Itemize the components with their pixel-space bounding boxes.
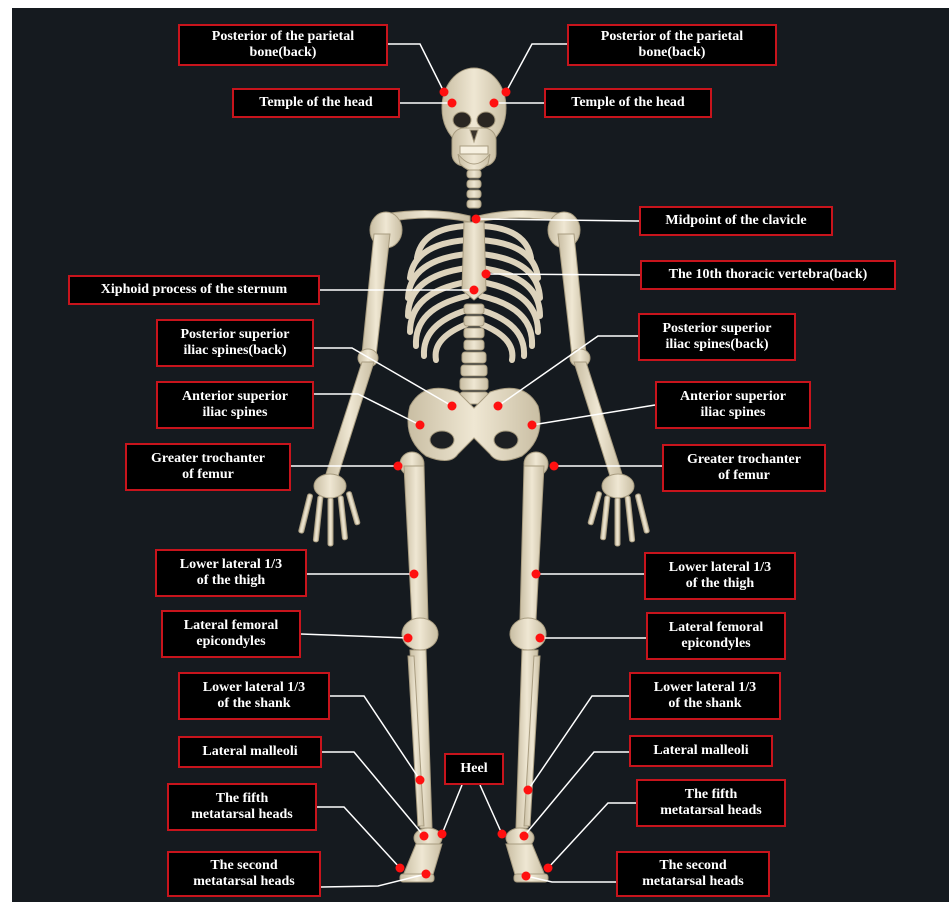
marker-dot-thigh-left bbox=[410, 570, 419, 579]
marker-dot-shank-left bbox=[416, 776, 425, 785]
leader-line-metatarsal5-left bbox=[317, 807, 400, 868]
label-epicondyle-right: Lateral femoral epicondyles bbox=[646, 612, 786, 660]
label-temple-left: Temple of the head bbox=[232, 88, 400, 118]
leader-line-clavicle bbox=[476, 219, 639, 221]
marker-dot-psis-right bbox=[494, 402, 503, 411]
marker-dot-asis-right bbox=[528, 421, 537, 430]
leader-line-parietal-left bbox=[388, 44, 444, 92]
leader-line-malleoli-left bbox=[322, 752, 424, 836]
label-malleoli-right: Lateral malleoli bbox=[629, 735, 773, 767]
marker-dot-temple-left bbox=[448, 99, 457, 108]
diagram-canvas: Posterior of the parietal bone(back) Pos… bbox=[12, 8, 949, 902]
marker-dot-metatarsal2-right bbox=[522, 872, 531, 881]
label-temple-right: Temple of the head bbox=[544, 88, 712, 118]
right-upper-arm bbox=[558, 234, 586, 356]
cervical-spine bbox=[467, 170, 481, 208]
marker-dot-trochanter-left bbox=[394, 462, 403, 471]
label-clavicle: Midpoint of the clavicle bbox=[639, 206, 833, 236]
label-psis-right: Posterior superior iliac spines(back) bbox=[638, 313, 796, 361]
label-asis-right: Anterior superior iliac spines bbox=[655, 381, 811, 429]
label-metatarsal5-left: The fifth metatarsal heads bbox=[167, 783, 317, 831]
leader-line-shank-left bbox=[330, 696, 420, 780]
marker-dot-clavicle bbox=[472, 215, 481, 224]
marker-dot-epicondyle-right bbox=[536, 634, 545, 643]
marker-dot-parietal-left bbox=[440, 88, 449, 97]
marker-dot-heel-right bbox=[498, 830, 507, 839]
label-metatarsal5-right: The fifth metatarsal heads bbox=[636, 779, 786, 827]
marker-dot-malleoli-right bbox=[520, 832, 529, 841]
leader-line-asis-left bbox=[314, 394, 420, 425]
marker-dot-thigh-right bbox=[532, 570, 541, 579]
marker-dot-metatarsal5-right bbox=[544, 864, 553, 873]
label-trochanter-left: Greater trochanter of femur bbox=[125, 443, 291, 491]
right-femur bbox=[520, 466, 544, 620]
leader-line-heel-right bbox=[480, 785, 502, 834]
label-thoracic-vertebra: The 10th thoracic vertebra(back) bbox=[640, 260, 896, 290]
left-forearm bbox=[326, 362, 374, 476]
label-psis-left: Posterior superior iliac spines(back) bbox=[156, 319, 314, 367]
marker-dot-asis-left bbox=[416, 421, 425, 430]
leader-line-thoracic bbox=[486, 274, 640, 275]
marker-dot-trochanter-right bbox=[550, 462, 559, 471]
marker-dot-xiphoid bbox=[470, 286, 479, 295]
skull bbox=[442, 68, 506, 171]
label-asis-left: Anterior superior iliac spines bbox=[156, 381, 314, 429]
label-parietal-right: Posterior of the parietal bone(back) bbox=[567, 24, 777, 66]
label-malleoli-left: Lateral malleoli bbox=[178, 736, 322, 768]
label-parietal-left: Posterior of the parietal bone(back) bbox=[178, 24, 388, 66]
marker-dot-malleoli-left bbox=[420, 832, 429, 841]
label-heel: Heel bbox=[444, 753, 504, 785]
left-upper-arm bbox=[362, 234, 390, 356]
marker-dot-thoracic bbox=[482, 270, 491, 279]
label-thigh-left: Lower lateral 1/3 of the thigh bbox=[155, 549, 307, 597]
label-trochanter-right: Greater trochanter of femur bbox=[662, 444, 826, 492]
marker-dot-temple-right bbox=[490, 99, 499, 108]
marker-dot-metatarsal5-left bbox=[396, 864, 405, 873]
marker-dot-parietal-right bbox=[502, 88, 511, 97]
marker-dot-shank-right bbox=[524, 786, 533, 795]
left-hand bbox=[298, 474, 360, 546]
label-shank-right: Lower lateral 1/3 of the shank bbox=[629, 672, 781, 720]
label-xiphoid: Xiphoid process of the sternum bbox=[68, 275, 320, 305]
leader-line-malleoli-right bbox=[524, 752, 629, 836]
label-metatarsal2-left: The second metatarsal heads bbox=[167, 851, 321, 897]
marker-dot-epicondyle-left bbox=[404, 634, 413, 643]
label-epicondyle-left: Lateral femoral epicondyles bbox=[161, 610, 301, 658]
right-hand bbox=[588, 474, 650, 546]
marker-dot-metatarsal2-left bbox=[422, 870, 431, 879]
label-metatarsal2-right: The second metatarsal heads bbox=[616, 851, 770, 897]
marker-dot-psis-left bbox=[448, 402, 457, 411]
label-shank-left: Lower lateral 1/3 of the shank bbox=[178, 672, 330, 720]
marker-dot-heel-left bbox=[438, 830, 447, 839]
leader-line-shank-right bbox=[528, 696, 629, 790]
leader-line-heel-left bbox=[442, 785, 462, 834]
leader-line-epicondyle-left bbox=[301, 634, 408, 638]
label-thigh-right: Lower lateral 1/3 of the thigh bbox=[644, 552, 796, 600]
right-forearm bbox=[574, 362, 622, 476]
leader-line-parietal-right bbox=[506, 44, 567, 92]
lumbar-spine bbox=[460, 304, 488, 404]
left-femur bbox=[404, 466, 428, 620]
